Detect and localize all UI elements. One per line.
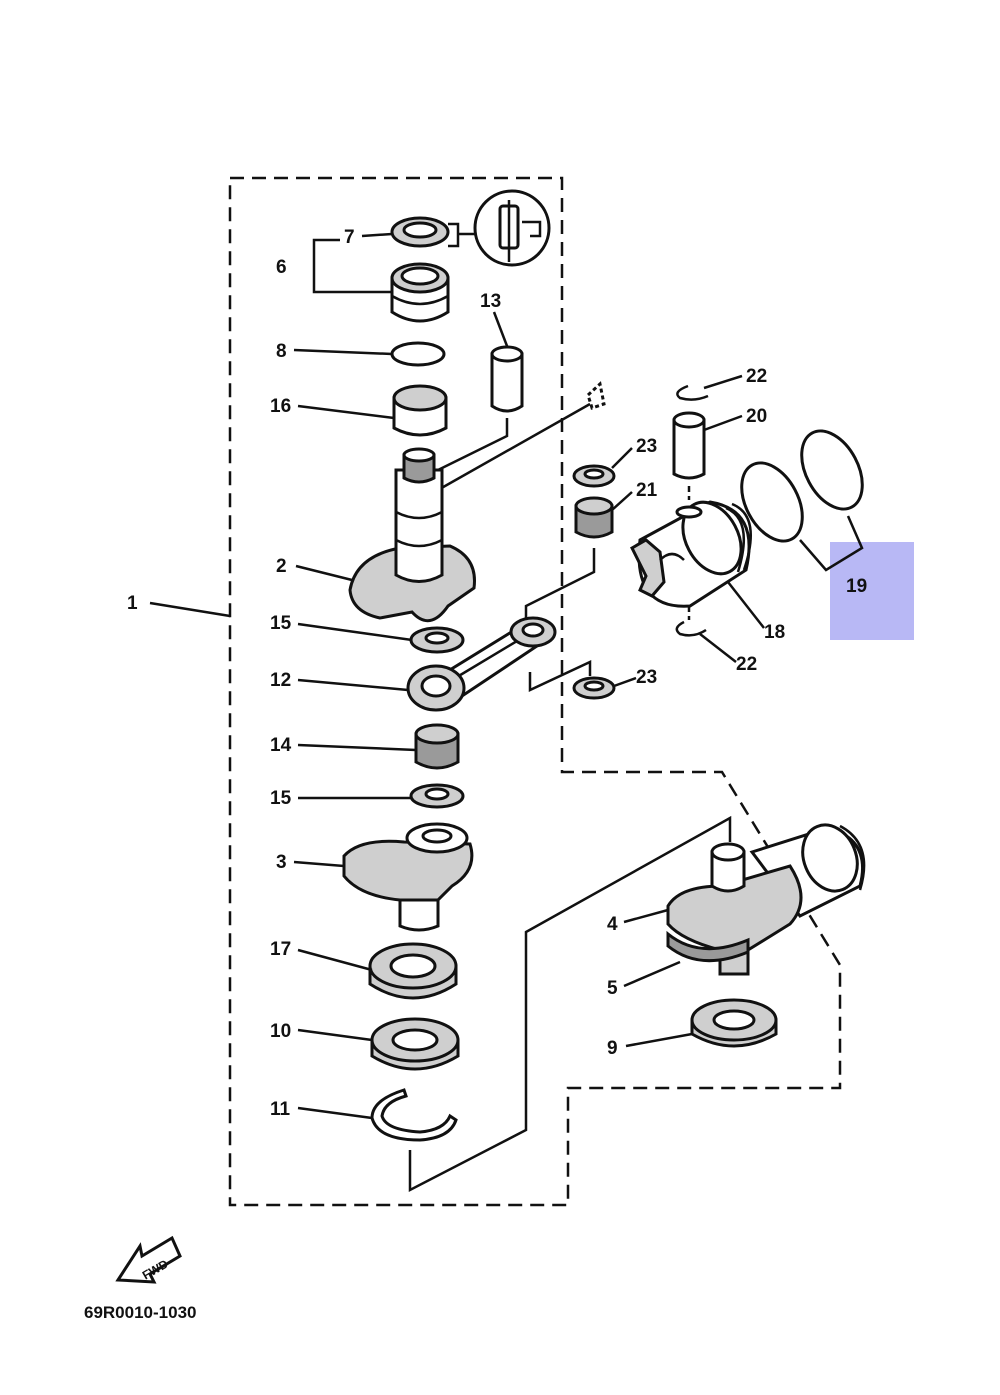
part-bush[interactable] — [392, 384, 448, 437]
leader-13 — [492, 311, 509, 347]
callout-16[interactable]: 16 — [270, 396, 291, 417]
part-crankshaft-lower[interactable] — [342, 822, 474, 932]
leader-15a — [297, 622, 413, 642]
callout-23-lower[interactable]: 23 — [636, 667, 657, 688]
part-key[interactable] — [586, 381, 606, 410]
callout-9[interactable]: 9 — [607, 1038, 618, 1059]
leader-1 — [149, 601, 231, 618]
part-small-washer-lower[interactable] — [572, 676, 616, 700]
leader-18 — [727, 581, 765, 629]
part-bearing-housing[interactable] — [390, 262, 450, 323]
leader-4 — [623, 908, 669, 924]
leader-22b — [699, 633, 737, 663]
part-crankshaft-upper[interactable] — [348, 447, 476, 623]
part-connecting-rod[interactable] — [406, 616, 557, 712]
part-small-needle-bearing[interactable] — [574, 496, 614, 539]
leader-washer-lower — [528, 660, 592, 692]
callout-6[interactable]: 6 — [276, 257, 287, 278]
leader-8 — [293, 348, 393, 356]
part-o-ring[interactable] — [390, 341, 446, 367]
callout-22-upper[interactable]: 22 — [746, 366, 767, 387]
callout-20[interactable]: 20 — [746, 406, 767, 427]
leader-bearing-to-rod — [524, 548, 596, 620]
leader-17 — [297, 948, 373, 972]
callout-11[interactable]: 11 — [270, 1099, 291, 1120]
callout-4[interactable]: 4 — [607, 914, 618, 935]
leader-circlip-to-assembly — [408, 815, 732, 1193]
part-oil-seal-lower[interactable] — [370, 1017, 460, 1071]
part-piston[interactable] — [630, 492, 753, 608]
callout-2[interactable]: 2 — [276, 556, 287, 577]
drawing-code: 69R0010-1030 — [84, 1303, 196, 1322]
callout-19-highlight — [830, 542, 914, 640]
callout-12[interactable]: 12 — [270, 670, 291, 691]
callout-14[interactable]: 14 — [270, 735, 292, 756]
part-dowel-pin[interactable] — [490, 345, 524, 413]
leader-5 — [623, 960, 681, 988]
leader-9 — [625, 1032, 693, 1048]
leader-23a — [611, 447, 633, 469]
leader-7 — [361, 232, 393, 238]
leader-pin-to-crank — [437, 418, 509, 472]
callout-23-upper[interactable]: 23 — [636, 436, 657, 457]
leader-21 — [611, 491, 633, 511]
part-piston-pin-clip-bottom[interactable] — [675, 620, 707, 637]
leader-20 — [703, 414, 743, 432]
part-washer-upper[interactable] — [409, 626, 465, 654]
leader-22a — [703, 374, 743, 390]
part-washer-lower[interactable] — [409, 783, 465, 809]
callout-15-upper[interactable]: 15 — [270, 613, 292, 634]
leader-14 — [297, 743, 417, 752]
part-small-washer-upper[interactable] — [572, 464, 616, 488]
leader-2 — [295, 564, 353, 582]
bracket-callout-6 — [312, 238, 392, 294]
leader-16 — [297, 404, 395, 420]
callout-13[interactable]: 13 — [480, 291, 501, 312]
part-needle-bearing[interactable] — [414, 723, 460, 770]
leader-10 — [297, 1028, 373, 1042]
callout-22-lower[interactable]: 22 — [736, 654, 757, 675]
part-piston-rings[interactable] — [729, 421, 874, 552]
leader-12 — [297, 678, 409, 692]
callout-8[interactable]: 8 — [276, 341, 287, 362]
part-bearing-right[interactable] — [690, 998, 778, 1048]
leader-23b — [613, 676, 637, 688]
leader-3 — [293, 860, 345, 868]
part-crankshaft-assembly[interactable] — [666, 817, 867, 976]
part-piston-pin[interactable] — [672, 411, 706, 480]
callout-15-lower[interactable]: 15 — [270, 788, 292, 809]
bracket-callout-19 — [799, 515, 864, 572]
part-oil-seal-top[interactable] — [390, 216, 450, 248]
callout-3[interactable]: 3 — [276, 852, 287, 873]
callout-5[interactable]: 5 — [607, 978, 618, 999]
grease-icon — [473, 189, 551, 267]
callout-18[interactable]: 18 — [764, 622, 785, 643]
callout-17[interactable]: 17 — [270, 939, 291, 960]
part-circlip[interactable] — [370, 1088, 458, 1142]
callout-21[interactable]: 21 — [636, 480, 658, 501]
leader-key — [437, 402, 591, 492]
callout-1[interactable]: 1 — [127, 593, 138, 614]
callout-19[interactable]: 19 — [846, 576, 867, 597]
callout-10[interactable]: 10 — [270, 1021, 291, 1042]
leader-11 — [297, 1106, 373, 1120]
part-bearing-lower[interactable] — [368, 942, 458, 1000]
fwd-arrow-icon: FWD — [115, 1235, 182, 1284]
part-piston-pin-clip-top[interactable] — [676, 384, 709, 401]
bracket-seal-to-grease — [448, 222, 476, 248]
callout-7[interactable]: 7 — [344, 227, 355, 248]
assembly-boundary — [228, 176, 842, 1207]
